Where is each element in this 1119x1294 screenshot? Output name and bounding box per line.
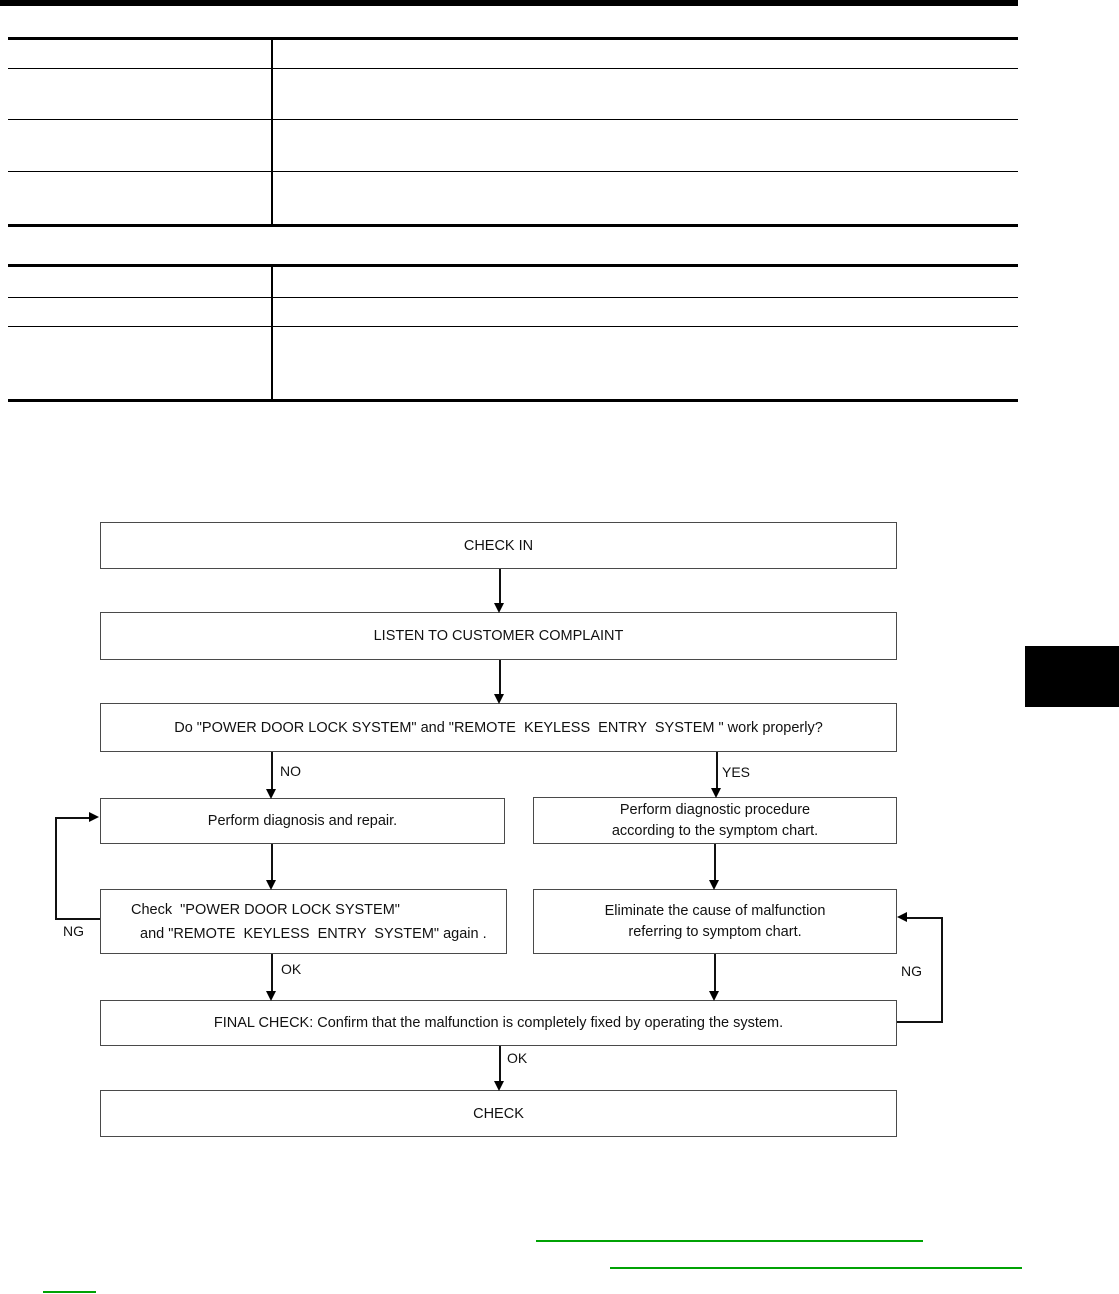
- flow-box-label: Perform diagnosis and repair.: [207, 813, 398, 829]
- hyperlink-underline-2[interactable]: [610, 1267, 1022, 1269]
- table-rows: [8, 267, 1018, 399]
- flow-box-label: Perform diagnostic procedure: [619, 802, 811, 818]
- arrow-down-icon: [266, 880, 276, 890]
- table-row: [8, 69, 1018, 120]
- flow-box-label: referring to symptom chart.: [628, 924, 802, 940]
- table-row: [8, 40, 1018, 69]
- flow-box-label: and "REMOTE KEYLESS ENTRY SYSTEM" again …: [140, 925, 487, 942]
- ng-loop-right-segment: [941, 917, 943, 1022]
- arrow-down-icon: [494, 694, 504, 704]
- flow-box-label: FINAL CHECK: Confirm that the malfunctio…: [213, 1015, 784, 1031]
- arrow-down-icon: [709, 880, 719, 890]
- flow-connector-yes-branch: [716, 752, 718, 789]
- hyperlink-underline-1[interactable]: [536, 1240, 923, 1242]
- table-cell: [272, 267, 1018, 297]
- flow-box-eliminate-cause: Eliminate the cause of malfunction refer…: [533, 889, 897, 954]
- branch-label-ng-left: NG: [63, 923, 84, 939]
- spec-table-1: [8, 37, 1018, 227]
- ng-loop-right-segment: [906, 917, 943, 919]
- flow-box-label: LISTEN TO CUSTOMER COMPLAINT: [373, 628, 624, 644]
- table-cell: [8, 327, 272, 399]
- arrow-down-icon: [494, 603, 504, 613]
- flow-box-listen-complaint: LISTEN TO CUSTOMER COMPLAINT: [100, 612, 897, 660]
- section-tab-marker: [1025, 646, 1119, 707]
- flow-box-check-in: CHECK IN: [100, 522, 897, 569]
- flow-box-perform-diagnosis-repair: Perform diagnosis and repair.: [100, 798, 505, 844]
- flow-box-label: Eliminate the cause of malfunction: [604, 903, 826, 919]
- flow-box-check-systems-again: Check "POWER DOOR LOCK SYSTEM" and "REMO…: [100, 889, 507, 954]
- ng-loop-left-segment: [55, 817, 90, 819]
- table-cell: [272, 40, 1018, 68]
- flow-box-systems-work-properly-question: Do "POWER DOOR LOCK SYSTEM" and "REMOTE …: [100, 703, 897, 752]
- flow-box-label: Check "POWER DOOR LOCK SYSTEM": [131, 901, 400, 918]
- ng-loop-right-segment: [897, 1021, 943, 1023]
- flow-connector: [499, 569, 501, 605]
- flow-box-check: CHECK: [100, 1090, 897, 1137]
- table-cell: [8, 298, 272, 326]
- table-cell: [8, 69, 272, 119]
- table-column-divider: [271, 267, 273, 399]
- arrow-right-icon: [89, 812, 99, 822]
- branch-label-ok-left: OK: [281, 961, 302, 977]
- table-column-divider: [271, 40, 273, 224]
- branch-label-yes: YES: [722, 764, 751, 780]
- table-row: [8, 298, 1018, 327]
- flow-connector-no-branch: [271, 752, 273, 790]
- arrow-down-icon: [266, 789, 276, 799]
- flow-box-label: Do "POWER DOOR LOCK SYSTEM" and "REMOTE …: [174, 719, 823, 736]
- spec-table-2: [8, 264, 1018, 402]
- table-cell: [8, 40, 272, 68]
- flow-connector: [499, 660, 501, 695]
- table-row: [8, 327, 1018, 399]
- arrow-down-icon: [494, 1081, 504, 1091]
- hyperlink-underline-3[interactable]: [43, 1291, 96, 1293]
- table-cell: [272, 120, 1018, 171]
- flow-connector: [714, 954, 716, 992]
- table-row: [8, 120, 1018, 172]
- table-cell: [8, 172, 272, 224]
- flow-connector: [271, 844, 273, 881]
- page-top-rule: [0, 0, 1018, 6]
- table-cell: [8, 267, 272, 297]
- flow-box-label: according to the symptom chart.: [611, 823, 819, 839]
- table-cell: [272, 327, 1018, 399]
- branch-label-ng-right: NG: [901, 963, 922, 979]
- arrow-down-icon: [266, 991, 276, 1001]
- table-cell: [8, 120, 272, 171]
- table-row: [8, 172, 1018, 224]
- flow-connector: [714, 844, 716, 881]
- branch-label-no: NO: [280, 763, 301, 779]
- arrow-left-icon: [897, 912, 907, 922]
- branch-label-ok-center: OK: [507, 1050, 528, 1066]
- table-cell: [272, 172, 1018, 224]
- table-row: [8, 267, 1018, 298]
- flow-box-label: CHECK IN: [463, 537, 534, 554]
- table-cell: [272, 298, 1018, 326]
- ng-loop-left-segment: [55, 918, 100, 920]
- flow-connector: [499, 1046, 501, 1082]
- flow-box-perform-diagnostic-procedure: Perform diagnostic procedure according t…: [533, 797, 897, 844]
- table-cell: [272, 69, 1018, 119]
- arrow-down-icon: [709, 991, 719, 1001]
- flow-box-final-check: FINAL CHECK: Confirm that the malfunctio…: [100, 1000, 897, 1046]
- table-rows: [8, 40, 1018, 224]
- flow-connector: [271, 954, 273, 992]
- arrow-down-icon: [711, 788, 721, 798]
- flow-box-label: CHECK: [473, 1105, 524, 1122]
- ng-loop-left-segment: [55, 818, 57, 919]
